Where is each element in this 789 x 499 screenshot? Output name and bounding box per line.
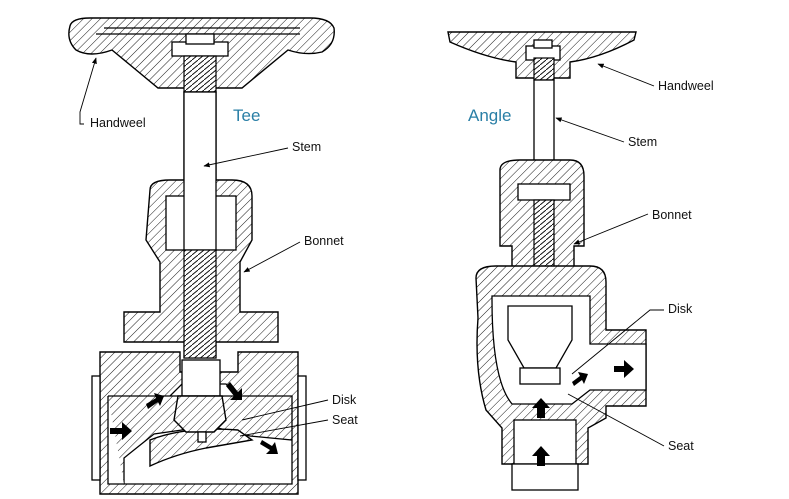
- tee-handwheel: [68, 17, 335, 89]
- flow-arrow-icon: [260, 440, 278, 454]
- tee-bonnet: [123, 91, 279, 359]
- angle-bonnet-label: Bonnet: [652, 208, 692, 222]
- flow-arrow-icon: [110, 422, 132, 440]
- tee-seat-label: Seat: [332, 413, 358, 427]
- tee-labels: Handweel Stem Bonnet Disk Seat: [79, 57, 358, 437]
- angle-disk-label: Disk: [668, 302, 693, 316]
- angle-seat-label: Seat: [668, 439, 694, 453]
- angle-title: Angle: [468, 106, 511, 125]
- angle-body: [475, 265, 647, 491]
- tee-flow-arrows: [110, 382, 278, 454]
- tee-title: Tee: [233, 106, 260, 125]
- tee-stem-label: Stem: [292, 140, 321, 154]
- flow-arrow-icon: [146, 393, 164, 409]
- flow-arrow-icon: [532, 446, 550, 466]
- angle-flow-arrows: [532, 360, 634, 466]
- flow-arrow-icon: [532, 398, 550, 418]
- angle-handwheel: [447, 31, 637, 79]
- angle-labels: Handweel Stem Bonnet Disk Seat: [555, 63, 714, 453]
- angle-disk: [507, 305, 573, 385]
- tee-disk-label: Disk: [332, 393, 357, 407]
- angle-valve: [447, 31, 647, 491]
- angle-stem-label: Stem: [628, 135, 657, 149]
- tee-handwheel-label: Handweel: [90, 116, 146, 130]
- tee-bonnet-label: Bonnet: [304, 234, 344, 248]
- angle-handwheel-label: Handweel: [658, 79, 714, 93]
- flow-arrow-icon: [614, 360, 634, 378]
- tee-valve: [68, 17, 335, 495]
- tee-disk: [173, 359, 227, 443]
- flow-arrow-icon: [572, 372, 588, 386]
- flow-arrow-icon: [226, 382, 242, 400]
